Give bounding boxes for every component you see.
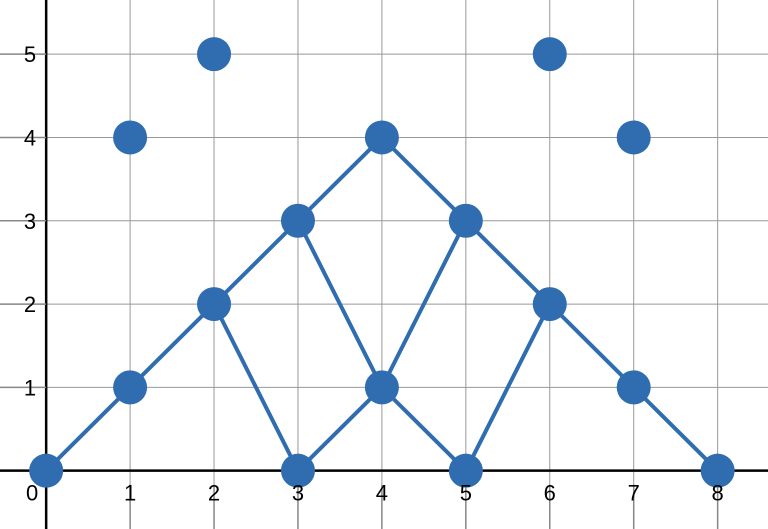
edge-7 bbox=[379, 218, 468, 390]
y-tick-label-1: 1 bbox=[24, 375, 36, 400]
y-tick-label-2: 2 bbox=[24, 292, 36, 317]
x-tick-label-3: 3 bbox=[292, 481, 304, 506]
x-tick-label-1: 1 bbox=[124, 481, 136, 506]
point-3-3 bbox=[280, 203, 315, 238]
y-tick-label-4: 4 bbox=[24, 125, 36, 150]
point-1-1 bbox=[113, 370, 148, 405]
y-tick-label-5: 5 bbox=[24, 42, 36, 67]
point-7-4 bbox=[616, 120, 651, 155]
point-6-5 bbox=[532, 37, 567, 72]
point-7-1 bbox=[616, 370, 651, 405]
point-1-4 bbox=[113, 120, 148, 155]
edge-2 bbox=[212, 302, 300, 473]
x-tick-label-8: 8 bbox=[712, 481, 724, 506]
point-5-0 bbox=[448, 453, 483, 488]
x-tick-label-6: 6 bbox=[544, 481, 556, 506]
edge-5 bbox=[463, 302, 552, 473]
x-tick-label-4: 4 bbox=[376, 481, 388, 506]
edge-3 bbox=[295, 385, 384, 473]
point-2-2 bbox=[197, 287, 232, 322]
point-2-5 bbox=[197, 37, 232, 72]
tick-labels: 0 1 2 3 4 5 6 7 8 1 2 3 4 5 bbox=[24, 42, 724, 506]
x-tick-label-0: 0 bbox=[26, 481, 38, 506]
point-5-3 bbox=[448, 203, 483, 238]
edge-4 bbox=[379, 385, 468, 473]
point-4-4 bbox=[364, 120, 399, 155]
y-tick-label-3: 3 bbox=[24, 209, 36, 234]
point-6-2 bbox=[532, 287, 567, 322]
x-tick-label-2: 2 bbox=[208, 481, 220, 506]
point-4-1 bbox=[364, 370, 399, 405]
point-3-0 bbox=[280, 453, 315, 488]
x-tick-label-5: 5 bbox=[460, 481, 472, 506]
point-8-0 bbox=[700, 453, 735, 488]
point-0-0 bbox=[29, 453, 64, 488]
edge-6 bbox=[295, 218, 384, 390]
x-tick-label-7: 7 bbox=[628, 481, 640, 506]
points bbox=[29, 37, 735, 488]
